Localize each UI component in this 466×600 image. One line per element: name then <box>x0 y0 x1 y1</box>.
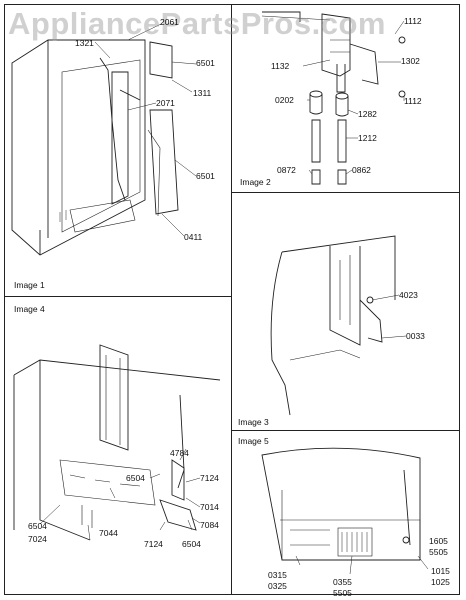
part-label: 6501 <box>196 171 215 181</box>
image2-artwork <box>261 11 406 185</box>
part-label: 0315 <box>268 570 287 580</box>
part-label: 7084 <box>200 520 219 530</box>
watermark: AppliancePartsPros.com <box>8 6 386 41</box>
part-label: 2071 <box>156 98 175 108</box>
divider-left <box>4 296 232 297</box>
part-label: 0862 <box>352 165 371 175</box>
part-label: 7124 <box>200 473 219 483</box>
part-label: 1282 <box>358 109 377 119</box>
part-label: 4784 <box>170 448 189 458</box>
part-label: 6504 <box>126 473 145 483</box>
part-label: 0325 <box>268 581 287 591</box>
leader-lines <box>39 20 429 575</box>
part-label: 1212 <box>358 133 377 143</box>
part-label: 4023 <box>399 290 418 300</box>
part-label: 2061 <box>160 17 179 27</box>
part-label: 7014 <box>200 502 219 512</box>
divider-right-top <box>231 192 460 193</box>
part-label: 1605 <box>429 536 448 546</box>
part-label: 0355 <box>333 577 352 587</box>
panel-title-image2: Image 2 <box>240 177 271 187</box>
part-label: 7124 <box>144 539 163 549</box>
panel-title-image4: Image 4 <box>14 304 45 314</box>
image3-artwork <box>270 235 396 416</box>
part-label: 1025 <box>431 577 450 587</box>
part-label: 1321 <box>75 38 94 48</box>
diagram-frame <box>4 4 460 595</box>
part-label: 0411 <box>184 232 203 242</box>
part-label: 6504 <box>28 521 47 531</box>
part-label: 1015 <box>431 566 450 576</box>
part-label: 1132 <box>271 61 290 71</box>
panel-title-image3: Image 3 <box>238 417 269 427</box>
part-label: 7044 <box>99 528 118 538</box>
part-label: 1302 <box>401 56 420 66</box>
divider-right-bottom <box>231 430 460 431</box>
part-label: 7024 <box>28 534 47 544</box>
part-label: 0033 <box>406 331 425 341</box>
part-label: 1112 <box>404 16 422 26</box>
part-label: 1311 <box>193 88 212 98</box>
part-label: 5505 <box>333 588 352 598</box>
panel-title-image1: Image 1 <box>14 280 45 290</box>
image1-artwork <box>11 39 179 256</box>
part-label: 0872 <box>277 165 296 175</box>
part-label: 6501 <box>196 58 215 68</box>
panel-title-image5: Image 5 <box>238 436 269 446</box>
image5-artwork <box>261 447 421 561</box>
part-label: 6504 <box>182 539 201 549</box>
image4-artwork <box>13 344 221 541</box>
part-label: 5505 <box>429 547 448 557</box>
part-label: 0202 <box>275 95 294 105</box>
part-label: 1112 <box>404 96 422 106</box>
vertical-divider <box>231 4 232 595</box>
